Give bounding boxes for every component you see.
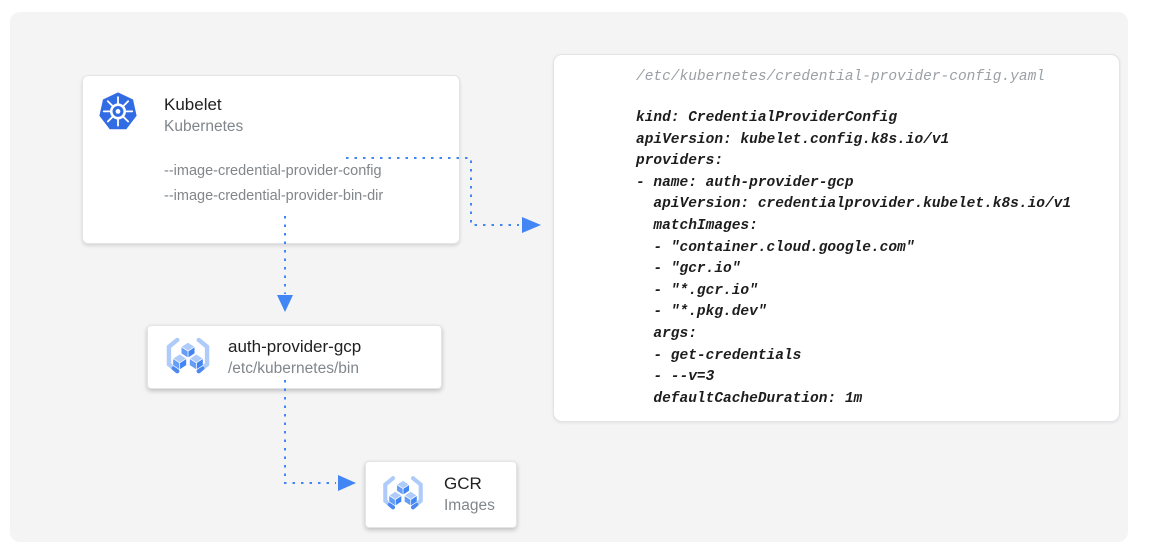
flag-image-credential-provider-bin-dir: --image-credential-provider-bin-dir — [164, 188, 384, 204]
gcr-icon — [161, 336, 215, 385]
diagram-canvas: Kubelet Kubernetes --image-credential-pr… — [10, 12, 1128, 542]
auth-provider-title: auth-provider-gcp — [228, 337, 362, 356]
node-auth-provider-gcp: auth-provider-gcp /etc/kubernetes/bin — [147, 325, 442, 389]
kubernetes-icon — [98, 92, 138, 135]
gcr-subtitle: Images — [444, 497, 495, 514]
config-yaml-content: kind: CredentialProviderConfig apiVersio… — [636, 110, 1072, 407]
auth-provider-path: /etc/kubernetes/bin — [228, 360, 359, 377]
gcr-icon — [378, 474, 428, 521]
kubelet-flags: --image-credential-provider-config --ima… — [164, 159, 383, 209]
gcr-title: GCR — [444, 474, 482, 493]
config-file-path: /etc/kubernetes/credential-provider-conf… — [636, 69, 1045, 85]
kubelet-title: Kubelet — [164, 95, 222, 114]
node-gcr: GCR Images — [365, 461, 517, 528]
node-kubelet: Kubelet Kubernetes --image-credential-pr… — [82, 75, 460, 244]
flag-image-credential-provider-config: --image-credential-provider-config — [164, 163, 382, 179]
kubelet-subtitle: Kubernetes — [164, 118, 244, 135]
credential-provider-config-panel: /etc/kubernetes/credential-provider-conf… — [553, 54, 1120, 422]
